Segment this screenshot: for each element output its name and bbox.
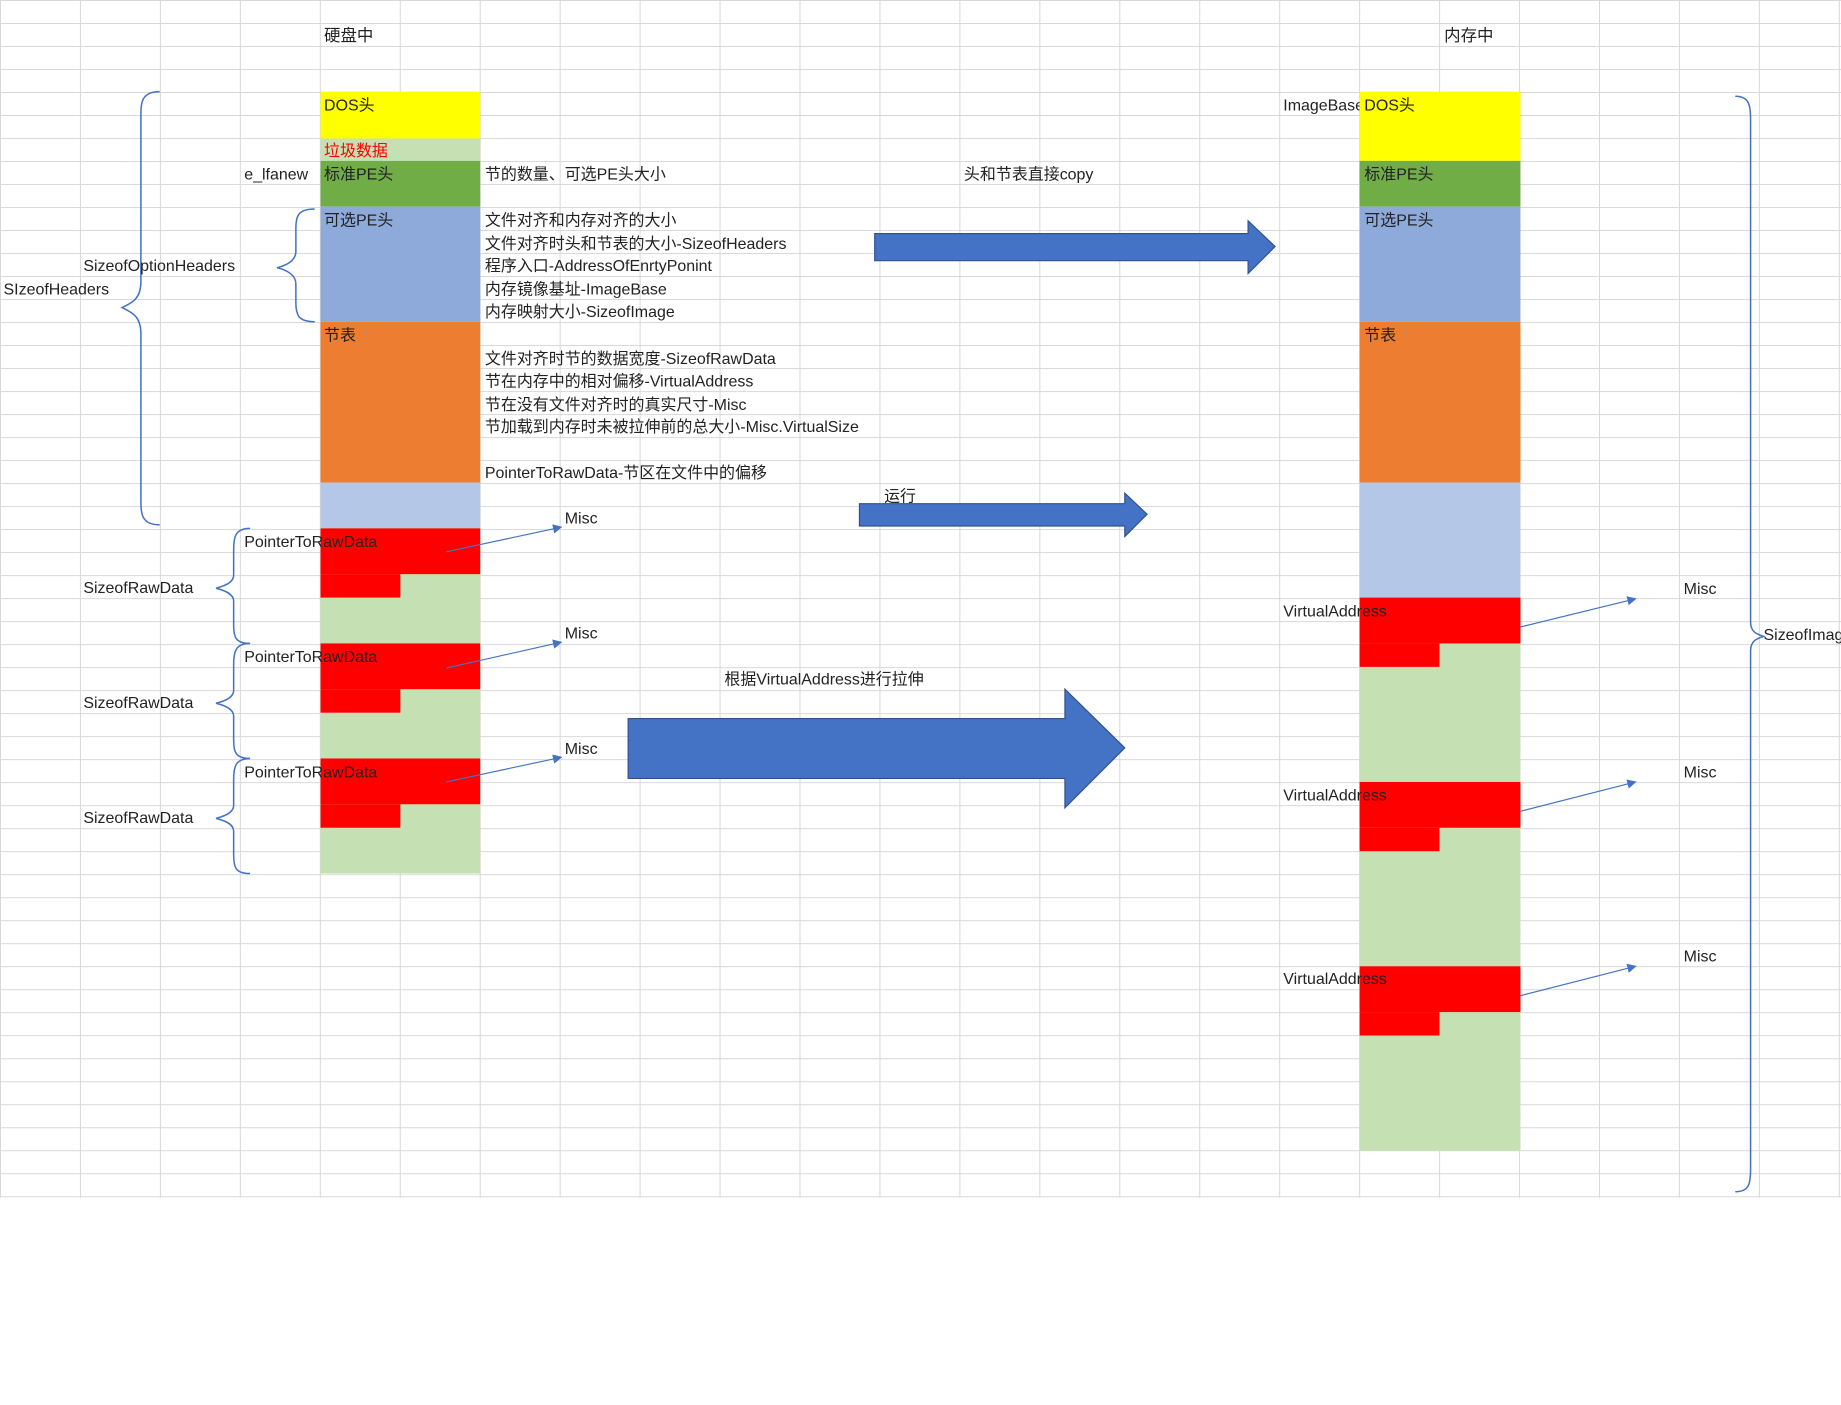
disk-opt-pe-block <box>320 206 481 322</box>
mem-std-pe-label: 标准PE头 <box>1364 165 1434 184</box>
sec-note-line-2: 节在内存中的相对偏移-VirtualAddress <box>484 372 754 390</box>
disk-padding-block <box>320 482 481 529</box>
sizeof-option-headers-brace <box>276 208 315 323</box>
sec-note-line-4: 节加载到内存时未被拉伸前的总大小-Misc.VirtualSize <box>484 417 859 436</box>
disk-misc-arrow-2 <box>446 639 563 669</box>
mem-section-table-label: 节表 <box>1364 326 1397 345</box>
virtual-address-label-3: VirtualAddress <box>1283 969 1387 988</box>
sizeof-image-brace <box>1735 95 1766 1193</box>
mem-opt-pe-label: 可选PE头 <box>1364 211 1434 229</box>
mem-section-3-data-top <box>1359 966 1521 1013</box>
mem-dos-header-block <box>1359 91 1521 161</box>
imagebase-label-clip: ImageBase <box>1283 94 1359 117</box>
disk-misc-label-2: Misc <box>564 624 598 643</box>
copy-arrow <box>874 219 1276 275</box>
disk-std-pe-label: 标准PE头 <box>324 165 394 184</box>
pointer-to-raw-data-label-2: PointerToRawData <box>244 648 378 666</box>
memory-header: 内存中 <box>1444 25 1494 45</box>
disk-section-1-data-top <box>320 528 481 575</box>
mem-section-1-data-top <box>1359 597 1521 644</box>
opt-note-line-1: 文件对齐和内存对齐的大小 <box>484 211 677 229</box>
e-lfanew-label: e_lfanew <box>244 165 309 184</box>
mem-misc-arrow-3 <box>1520 963 1637 997</box>
copy-note: 头和节表直接copy <box>963 165 1094 184</box>
disk-misc-label-3: Misc <box>564 739 598 758</box>
disk-junk-label: 垃圾数据 <box>324 142 388 160</box>
virtual-address-label-1: VirtualAddress <box>1283 602 1387 620</box>
mem-section-table-block <box>1359 321 1521 483</box>
opt-note-line-2: 文件对齐时头和节表的大小-SizeofHeaders <box>484 234 787 253</box>
disk-section-3-data-top <box>320 758 481 805</box>
mem-opt-pe-block <box>1359 206 1521 322</box>
sizeof-raw-data-label-3: SizeofRawData <box>83 808 194 827</box>
disk-section-table-label: 节表 <box>324 326 356 345</box>
pointer-to-raw-data-label-1: PointerToRawData <box>244 533 378 551</box>
disk-junk-block <box>320 138 481 161</box>
mem-misc-label-3: Misc <box>1683 947 1717 966</box>
sec-note-line-3: 节在没有文件对齐时的真实尺寸-Misc <box>484 395 747 414</box>
disk-misc-label-1: Misc <box>564 509 598 528</box>
disk-section-3-data-tail <box>320 804 401 828</box>
disk-section-table-block <box>320 321 481 483</box>
sizeof-option-headers-label: SizeofOptionHeaders <box>83 257 236 275</box>
sec-note-line-1: 文件对齐时节的数据宽度-SizeofRawData <box>484 349 776 368</box>
stretch-arrow <box>627 687 1126 810</box>
opt-note-line-4: 内存镜像基址-ImageBase <box>484 280 667 299</box>
mem-section-2-data-top <box>1359 781 1521 828</box>
spreadsheet-grid <box>0 0 1841 1198</box>
run-label: 运行 <box>884 487 917 505</box>
disk-section-2-data-tail <box>320 689 401 713</box>
std-pe-note: 节的数量、可选PE头大小 <box>484 165 666 184</box>
sizeof-image-label-clip: SizeofImage <box>1763 623 1840 646</box>
disk-header: 硬盘中 <box>324 25 374 45</box>
sizeof-raw-data-brace-2 <box>215 642 251 760</box>
disk-dos-header-block <box>320 91 481 139</box>
disk-section-1-data-tail <box>320 574 401 598</box>
sizeof-raw-data-brace-1 <box>215 527 251 645</box>
mem-misc-arrow-2 <box>1520 779 1637 812</box>
stretch-label: 根据VirtualAddress进行拉伸 <box>724 670 924 689</box>
opt-note-line-5: 内存映射大小-SizeofImage <box>484 302 675 321</box>
mem-dos-label: DOS头 <box>1364 96 1415 114</box>
mem-misc-arrow-1 <box>1520 596 1637 628</box>
mem-section-3-data-tail <box>1359 1012 1440 1036</box>
mem-padding-block <box>1359 482 1521 598</box>
diagram-overlay <box>120 90 1766 1193</box>
mem-section-2-data-tail <box>1359 827 1440 852</box>
disk-opt-pe-label: 可选PE头 <box>324 211 394 229</box>
disk-misc-arrow-3 <box>446 754 563 783</box>
virtual-address-label-2: VirtualAddress <box>1283 786 1387 805</box>
sizeof-raw-data-label-1: SizeofRawData <box>83 578 194 597</box>
disk-std-pe-block <box>320 160 481 207</box>
pointer-to-raw-data-label-3: PointerToRawData <box>244 763 378 781</box>
sizeof-raw-data-label-2: SizeofRawData <box>83 693 194 712</box>
mem-misc-label-2: Misc <box>1683 763 1717 781</box>
disk-dos-label: DOS头 <box>324 96 375 114</box>
sizeof-headers-brace <box>120 90 160 526</box>
pointer-note: PointerToRawData-节区在文件中的偏移 <box>484 463 767 482</box>
sizeof-raw-data-brace-3 <box>215 757 251 875</box>
mem-std-pe-block <box>1359 160 1521 207</box>
run-arrow <box>858 491 1148 538</box>
disk-misc-arrow-1 <box>446 524 563 553</box>
imagebase-label: ImageBase <box>1283 96 1360 114</box>
opt-note-line-3: 程序入口-AddressOfEnrtyPonint <box>484 257 712 275</box>
sizeof-headers-label: SIzeofHeaders <box>3 280 110 299</box>
mem-section-1-data-tail <box>1359 643 1440 667</box>
mem-misc-label-1: Misc <box>1683 580 1717 598</box>
sizeof-image-label: SizeofImage <box>1763 625 1840 644</box>
